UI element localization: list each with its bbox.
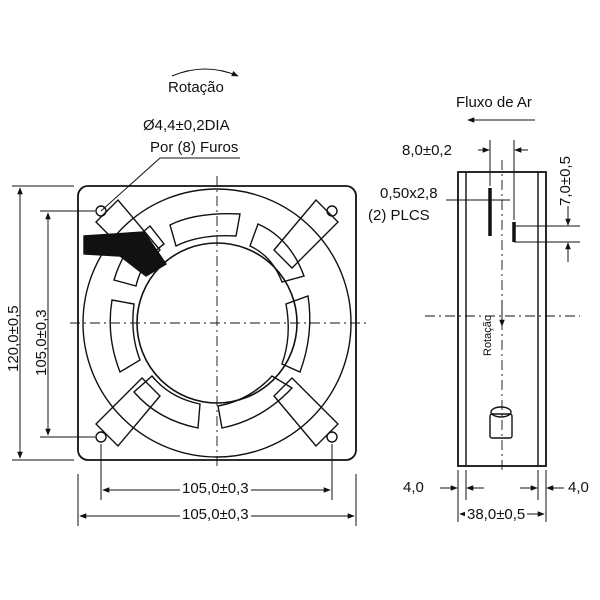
side-rotation-label: Rotação — [482, 315, 494, 356]
terminal-offset-dim: 8,0±0,2 — [402, 142, 452, 159]
width-hole-spacing-dim: 105,0±0,3 — [180, 480, 251, 497]
hole-spec-line2: Por (8) Furos — [150, 139, 239, 156]
airflow-label: Fluxo de Ar — [456, 94, 532, 111]
terminal-size-line1: 0,50x2,8 — [380, 185, 438, 202]
fan-blades — [109, 213, 311, 429]
depth-dim: 38,0±0,5 — [465, 506, 528, 523]
height-outer-dim: 120,0±0,5 — [5, 305, 22, 372]
height-hole-spacing-dim: 105,0±0,3 — [33, 309, 50, 376]
flange-right-dim: 4,0 — [568, 479, 589, 496]
fan-front-view — [70, 176, 366, 470]
cable-label — [83, 231, 167, 277]
terminal-height-dim: 7,0±0,5 — [557, 156, 574, 206]
width-outer-dim: 105,0±0,3 — [180, 506, 251, 523]
hole-spec-line1: Ø4,4±0,2DIA — [143, 117, 230, 134]
flange-left-dim: 4,0 — [403, 479, 424, 496]
rotation-label: Rotação — [168, 79, 224, 96]
connector-boss — [489, 413, 513, 439]
terminal-size-line2: (2) PLCS — [368, 207, 430, 224]
front-dimensions — [12, 68, 357, 526]
